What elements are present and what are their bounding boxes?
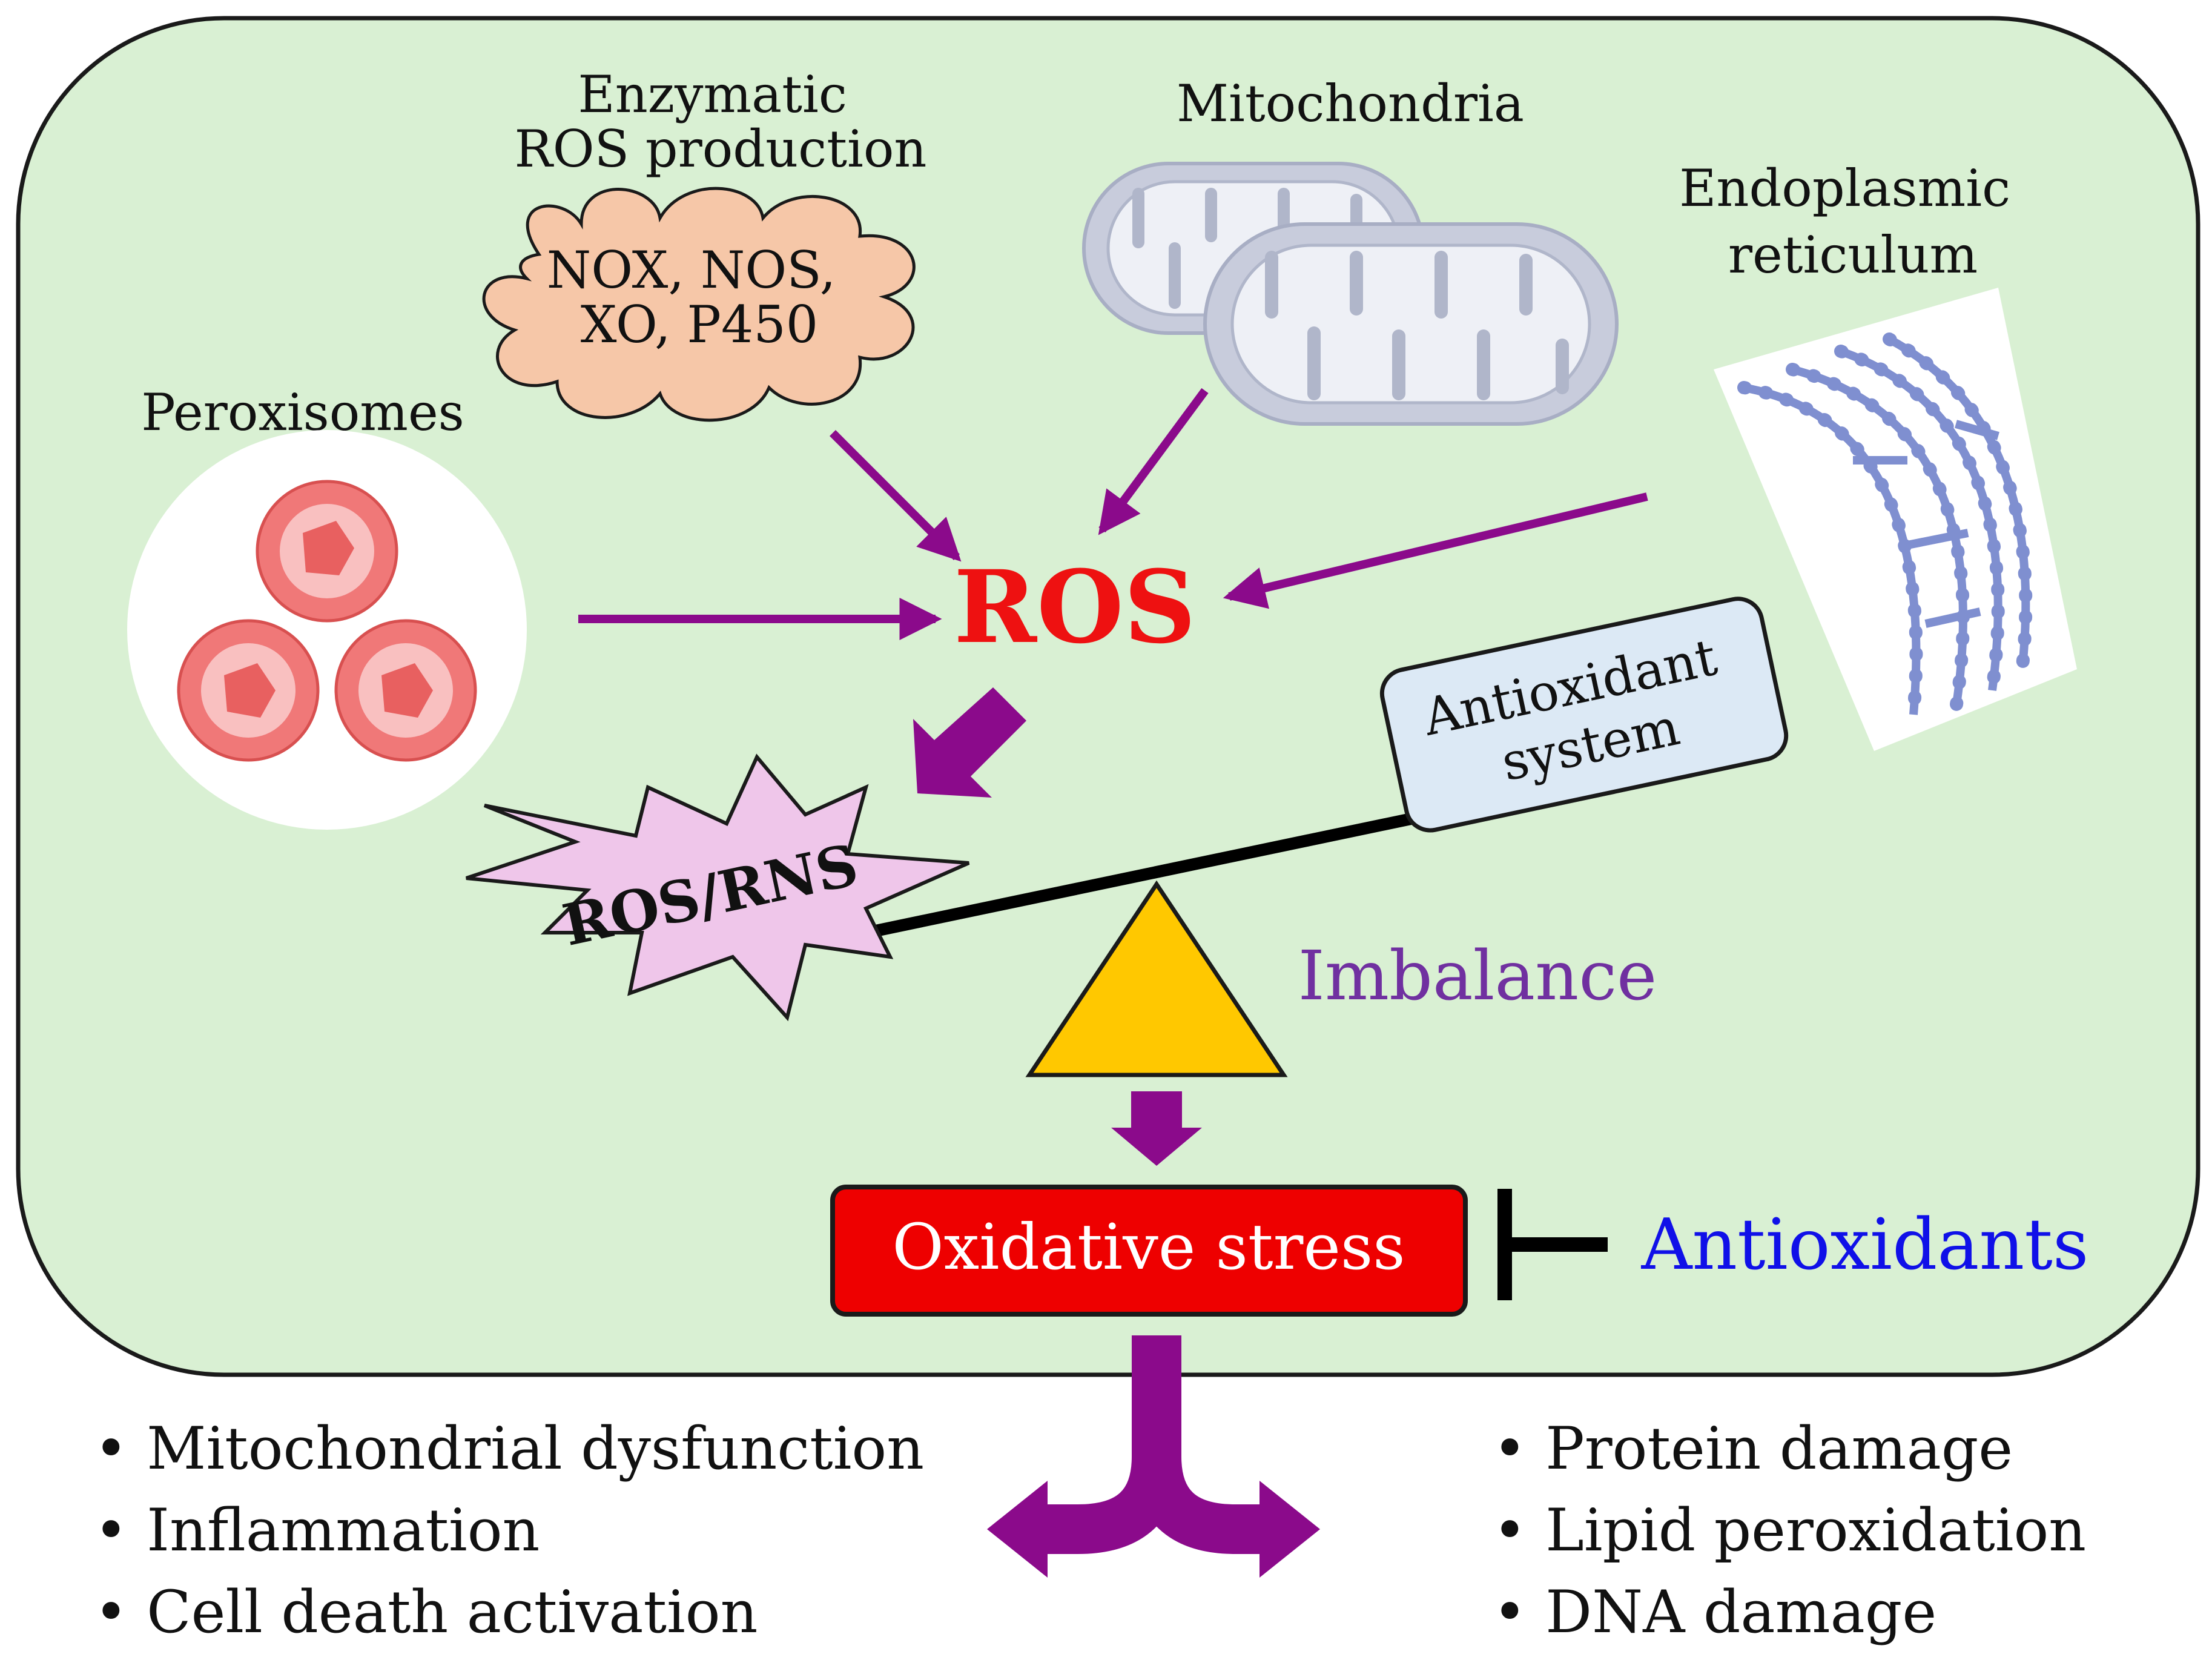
ros-rns-starburst bbox=[466, 753, 970, 1022]
outcome-item: • Cell death activation bbox=[94, 1578, 758, 1646]
peroxisomes-image bbox=[127, 430, 527, 830]
er-label: Endoplasmic reticulum bbox=[1679, 159, 2027, 285]
outcome-item: • Mitochondrial dysfunction bbox=[94, 1415, 924, 1483]
outcome-item: • DNA damage bbox=[1493, 1578, 1936, 1646]
outcome-item: • Lipid peroxidation bbox=[1493, 1496, 2086, 1564]
oxidative-stress-box bbox=[830, 1185, 1468, 1317]
mitochondria-image bbox=[1082, 162, 1619, 426]
arrow-er-to-ros bbox=[1223, 492, 1648, 609]
enzyme-cloud bbox=[482, 187, 916, 422]
inhibition-bar bbox=[1497, 1189, 1608, 1300]
arrow-mitochondria-to-ros bbox=[1098, 388, 1209, 535]
outcome-item: • Protein damage bbox=[1493, 1415, 2013, 1483]
arrow-ros-to-rosrns bbox=[913, 687, 1026, 798]
enzymatic-title: Enzymatic ROS production bbox=[514, 65, 926, 179]
er-image bbox=[1714, 288, 2077, 751]
outcomes-right: • Protein damage • Lipid peroxidation • … bbox=[1493, 1415, 2105, 1646]
outcome-split-arrow bbox=[987, 1335, 1320, 1578]
oxidative-stress-label: Oxidative stress bbox=[892, 1210, 1405, 1284]
imbalance-label: Imbalance bbox=[1298, 937, 1657, 1016]
arrow-to-oxidative-stress bbox=[1111, 1091, 1202, 1166]
ros-label: ROS bbox=[954, 548, 1196, 666]
antioxidants-label: Antioxidants bbox=[1641, 1204, 2089, 1286]
mitochondria-label: Mitochondria bbox=[1177, 74, 1524, 133]
outcomes-left: • Mitochondrial dysfunction • Inflammati… bbox=[94, 1415, 943, 1646]
seesaw-beam bbox=[822, 812, 1419, 948]
enzyme-list: NOX, NOS, XO, P450 bbox=[547, 240, 852, 354]
fulcrum-triangle bbox=[1025, 880, 1288, 1077]
arrow-enzymes-to-ros bbox=[830, 430, 962, 562]
outcome-item: • Inflammation bbox=[94, 1496, 540, 1564]
